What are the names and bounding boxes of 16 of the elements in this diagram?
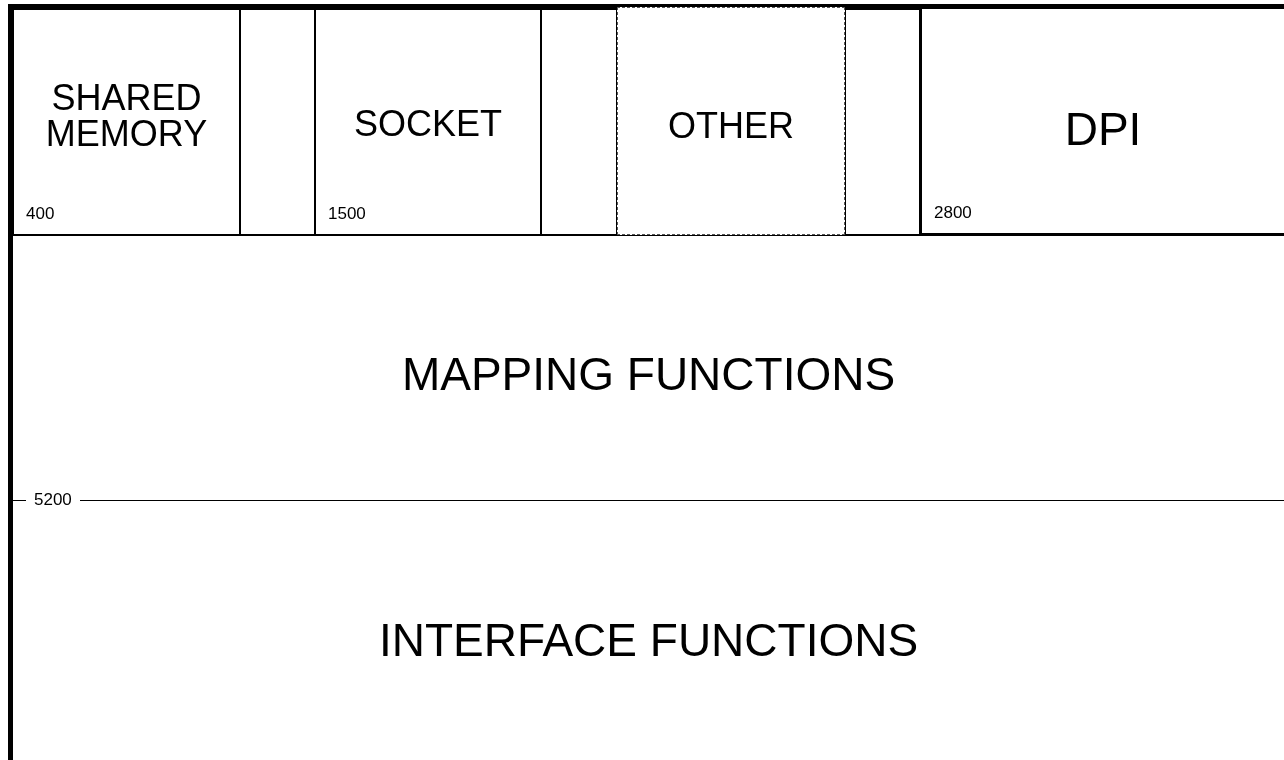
node-number: 1500 [328, 204, 366, 224]
process-box [315, 9, 541, 235]
node-title: DPI [1063, 106, 1143, 152]
empty-box [845, 9, 920, 235]
dashed-box [617, 7, 845, 235]
node-number: 400 [26, 204, 55, 224]
node-number: 2800 [934, 203, 972, 223]
process-box [920, 9, 1284, 235]
empty-box [541, 9, 617, 235]
empty-box [240, 9, 315, 235]
node-title: MAPPING FUNCTIONS [400, 351, 897, 397]
process-box [13, 9, 240, 235]
node-title: OTHER [667, 108, 795, 144]
node-title: SHARED MEMORY [44, 80, 209, 152]
node-title: INTERFACE FUNCTIONS [377, 617, 920, 663]
node-title: SOCKET [353, 106, 503, 142]
